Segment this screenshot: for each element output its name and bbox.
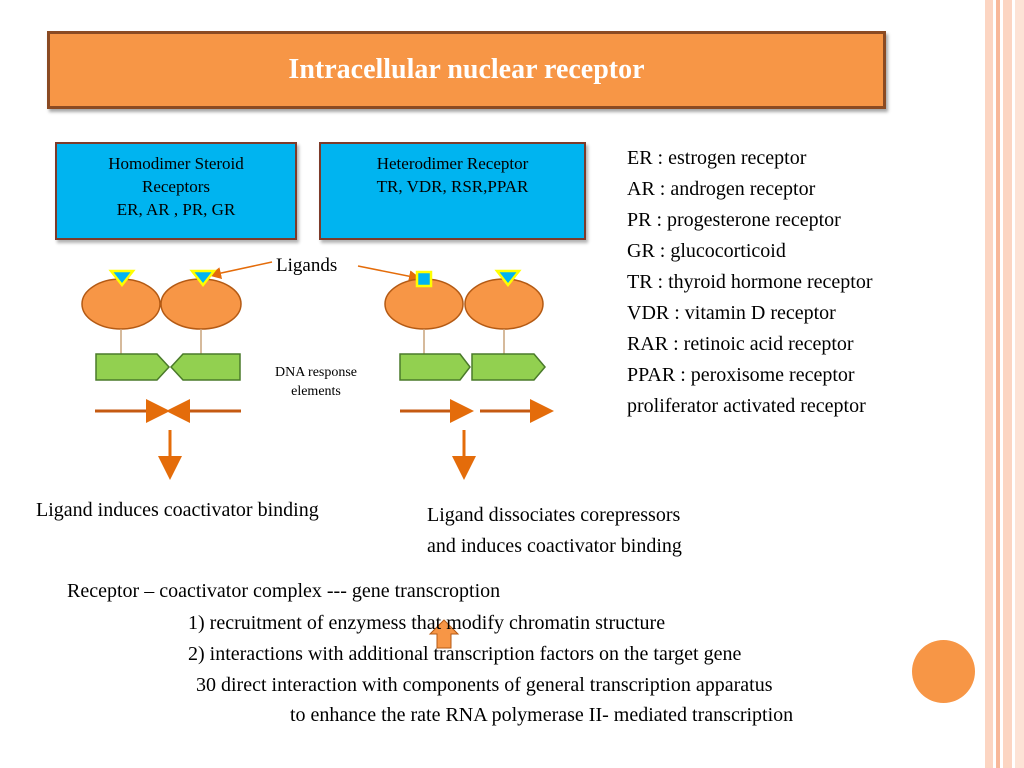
dna-element — [399, 353, 471, 381]
dna-element — [471, 353, 546, 381]
decor-circle — [912, 640, 975, 703]
receptor-ellipse — [160, 278, 242, 330]
decor-stripe-2 — [996, 0, 1000, 768]
heterodimer-line1: Heterodimer Receptor — [376, 154, 529, 173]
decor-stripe-4 — [1015, 0, 1024, 768]
decor-stripe-3 — [1003, 0, 1012, 768]
complex-item-2: 2) interactions with additional transcri… — [188, 643, 742, 665]
homodimer-box: Homodimer Steroid Receptors ER, AR , PR,… — [55, 142, 297, 240]
abbreviation-item: AR : androgen receptor — [627, 178, 816, 200]
abbreviation-item: proliferator activated receptor — [627, 395, 866, 417]
dna-label-line2: elements — [291, 384, 341, 399]
title-bar: Intracellular nuclear receptor — [47, 31, 886, 109]
dna-element — [95, 353, 171, 381]
dna-response-label: DNA response elements — [258, 363, 374, 401]
abbreviation-item: PR : progesterone receptor — [627, 209, 841, 231]
complex-item-1: 1) recruitment of enzymess that modify c… — [188, 612, 666, 634]
ligand-pointer-left — [209, 261, 273, 279]
abbreviation-item: ER : estrogen receptor — [627, 147, 807, 169]
heterodimer-line2: TR, VDR, RSR,PPAR — [376, 177, 529, 196]
abbreviation-list: ER : estrogen receptor AR : androgen rec… — [627, 143, 873, 422]
dna-label-line1: DNA response — [274, 365, 358, 380]
left-caption: Ligand induces coactivator binding — [36, 499, 319, 521]
homodimer-line3: ER, AR , PR, GR — [116, 200, 236, 219]
ligand-triangle — [494, 269, 522, 288]
receptor-ellipse — [464, 278, 544, 330]
complex-item-4: to enhance the rate RNA polymerase II- m… — [290, 704, 794, 726]
abbreviation-item: PPAR : peroxisome receptor — [627, 364, 855, 386]
slide-title: Intracellular nuclear receptor — [288, 54, 645, 85]
homodimer-line2: Receptors — [142, 177, 210, 196]
complex-heading: Receptor – coactivator complex --- gene … — [67, 580, 501, 602]
ligand-triangle — [189, 269, 217, 288]
dna-element — [169, 353, 241, 381]
receptor-ellipse — [81, 278, 161, 330]
ligand-triangle — [108, 269, 136, 288]
ligand-pointer-right — [357, 265, 421, 283]
up-arrow-icon — [428, 619, 460, 649]
decor-stripe-1 — [985, 0, 993, 768]
abbreviation-item: GR : glucocorticoid — [627, 240, 786, 262]
abbreviation-item: VDR : vitamin D receptor — [627, 302, 836, 324]
right-caption: Ligand dissociates corepressors and indu… — [427, 500, 682, 562]
right-caption-line1: Ligand dissociates corepressors — [427, 504, 681, 526]
right-caption-line2: and induces coactivator binding — [427, 535, 682, 557]
complex-item-3: 30 direct interaction with components of… — [196, 674, 773, 696]
ligands-label: Ligands — [276, 255, 338, 276]
abbreviation-item: RAR : retinoic acid receptor — [627, 333, 854, 355]
ligand-square — [415, 270, 433, 288]
heterodimer-box: Heterodimer Receptor TR, VDR, RSR,PPAR — [319, 142, 586, 240]
homodimer-line1: Homodimer Steroid — [108, 154, 244, 173]
abbreviation-item: TR : thyroid hormone receptor — [627, 271, 873, 293]
